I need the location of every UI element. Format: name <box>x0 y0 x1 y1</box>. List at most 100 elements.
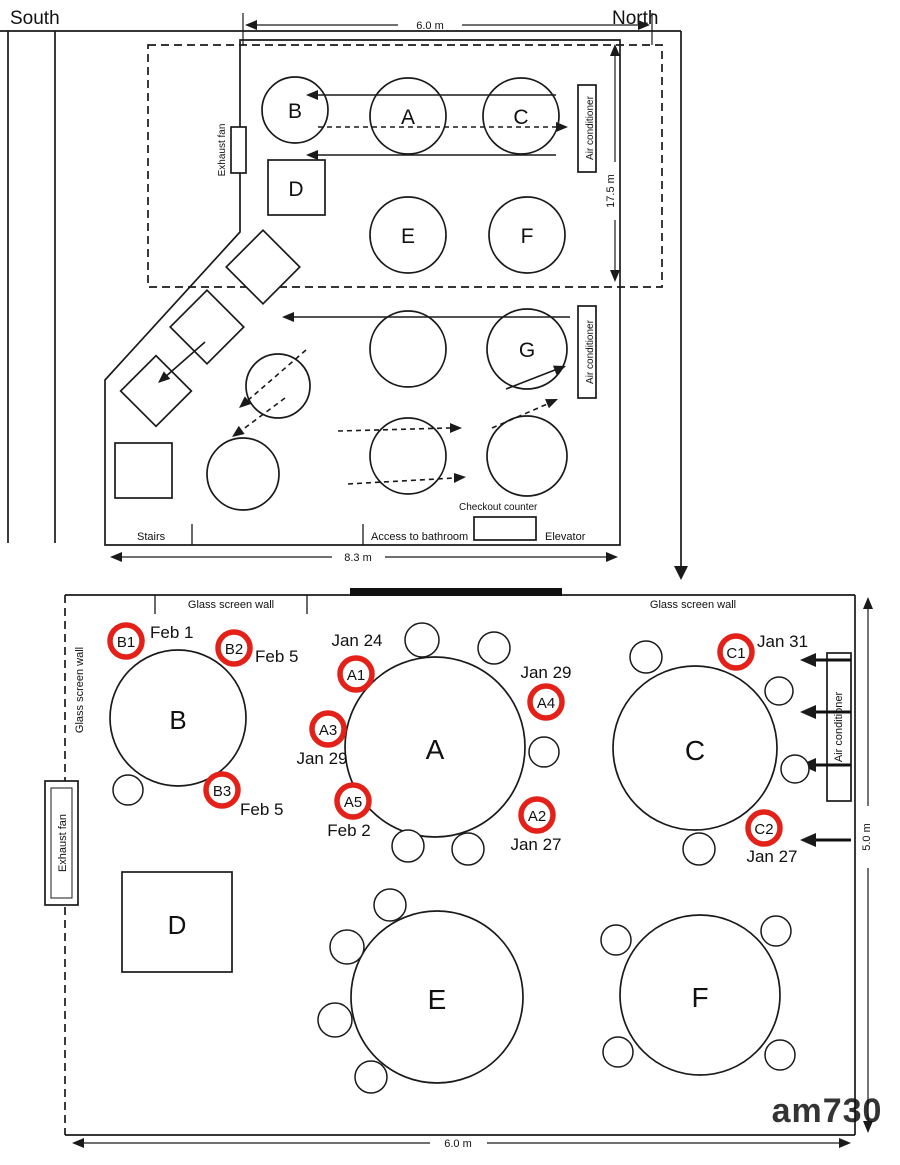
svg-text:A: A <box>401 106 415 129</box>
airflow-arrow-dashed <box>318 122 568 132</box>
dimension-top-width-label: 6.0 m <box>416 20 444 32</box>
svg-text:C: C <box>685 735 705 766</box>
svg-text:C2: C2 <box>754 821 773 838</box>
top-table-f: F <box>488 196 566 274</box>
dimension-detail-depth: 5.0 m <box>861 597 873 1133</box>
table-circle <box>245 353 311 419</box>
svg-text:E: E <box>401 225 415 248</box>
checkout-counter-label: Checkout counter <box>459 502 538 513</box>
detail-floor-plan: Glass screen wall Glass screen wall Glas… <box>44 588 881 1150</box>
table-diamond <box>225 229 301 305</box>
chair <box>602 1036 634 1068</box>
airflow-arrow-dashed <box>232 397 286 437</box>
chair <box>760 915 792 947</box>
case-marker-c2: C2 <box>745 809 783 847</box>
chair <box>780 754 810 784</box>
dimension-detail-depth-label: 5.0 m <box>861 823 873 851</box>
exhaust-fan-label: Exhaust fan <box>217 124 228 177</box>
top-table-d: D <box>267 159 326 216</box>
top-floor-plan: South North 6.0 m B <box>0 8 688 580</box>
ac-airflow-arrow <box>800 833 851 847</box>
detail-zone-outline <box>147 44 663 288</box>
chair <box>764 676 794 706</box>
chair <box>404 622 440 658</box>
airflow-arrow-solid <box>306 150 556 160</box>
air-conditioner-label: Air conditioner <box>585 95 596 160</box>
case-marker-a1-index-case: A1 <box>337 655 375 693</box>
top-table-a: A <box>369 77 447 155</box>
air-conditioner-top: Air conditioner <box>577 84 597 173</box>
svg-text:B: B <box>169 705 186 735</box>
top-table-g: G <box>486 308 568 390</box>
svg-text:E: E <box>428 984 447 1015</box>
dimension-hall-depth-label: 17.5 m <box>605 174 617 208</box>
top-table-c: C <box>482 77 560 155</box>
detail-table-a: A <box>344 656 526 838</box>
airflow-arrow-solid <box>505 365 566 390</box>
glass-screen-wall-label-side: Glass screen wall <box>74 647 86 733</box>
restaurant-outline <box>104 39 621 546</box>
airflow-arrow-solid <box>158 341 206 383</box>
detail-table-d: D <box>121 871 233 973</box>
chair <box>764 1039 796 1071</box>
compass-south-label: South <box>10 8 60 29</box>
svg-text:A4: A4 <box>537 695 555 712</box>
dimension-detail-width: 6.0 m <box>72 1138 851 1150</box>
table-circle <box>369 417 447 495</box>
case-date-a2: Jan 27 <box>510 835 561 854</box>
case-marker-c1: C1 <box>717 633 755 671</box>
chair <box>682 832 716 866</box>
svg-text:Glass screen wall: Glass screen wall <box>188 599 274 611</box>
airflow-arrow-dashed <box>337 423 462 433</box>
svg-text:B2: B2 <box>225 641 243 658</box>
detail-table-c: C <box>612 665 778 831</box>
case-date-c1: Jan 31 <box>757 632 808 651</box>
case-marker-a5: A5 <box>334 782 372 820</box>
case-date-a1: Jan 24 <box>331 631 382 650</box>
svg-text:D: D <box>168 910 187 940</box>
svg-text:A2: A2 <box>528 808 546 825</box>
airflow-arrow-dashed <box>491 399 558 429</box>
chair <box>329 929 365 965</box>
detail-table-e: E <box>350 910 524 1084</box>
case-date-a4: Jan 29 <box>520 663 571 682</box>
svg-text:C: C <box>513 106 528 129</box>
svg-text:F: F <box>521 225 534 248</box>
dimension-hall-width-label: 8.3 m <box>344 552 372 564</box>
airflow-arrow-solid <box>282 312 570 322</box>
airflow-arrow-dashed <box>347 473 466 485</box>
svg-text:F: F <box>691 982 708 1013</box>
detail-table-b: B <box>109 649 247 787</box>
svg-text:D: D <box>288 178 303 201</box>
svg-text:A3: A3 <box>319 722 337 739</box>
svg-text:G: G <box>519 339 535 362</box>
exhaust-fan-detail: Exhaust fan <box>44 780 79 906</box>
glass-screen-wall-label-right: Glass screen wall <box>650 599 736 611</box>
connector-arrow <box>674 31 688 580</box>
svg-text:B1: B1 <box>117 634 135 651</box>
ac-airflow-arrow <box>800 653 851 667</box>
chair <box>391 829 425 863</box>
table-diamond <box>169 289 245 365</box>
chair <box>317 1002 353 1038</box>
top-table-e: E <box>369 196 447 274</box>
case-marker-a2: A2 <box>518 796 556 834</box>
case-date-a5: Feb 2 <box>327 821 370 840</box>
table-diamond <box>119 354 193 428</box>
dimension-hall-depth: 17.5 m <box>605 44 620 282</box>
case-date-b2: Feb 5 <box>255 647 298 666</box>
elevator-label: Elevator <box>545 531 586 543</box>
case-marker-a3: A3 <box>309 710 347 748</box>
exhaust-fan-top: Exhaust fan <box>217 124 247 177</box>
dimension-hall-width: 8.3 m <box>110 552 618 564</box>
airflow-arrow-solid <box>306 90 556 100</box>
air-conditioner-detail: Air conditioner <box>826 652 852 802</box>
case-marker-b1: B1 <box>107 622 145 660</box>
table-circle <box>206 437 280 511</box>
table-square <box>114 442 173 499</box>
chair <box>600 924 632 956</box>
chair <box>354 1060 388 1094</box>
case-date-c2: Jan 27 <box>746 847 797 866</box>
table-circle <box>369 310 447 388</box>
